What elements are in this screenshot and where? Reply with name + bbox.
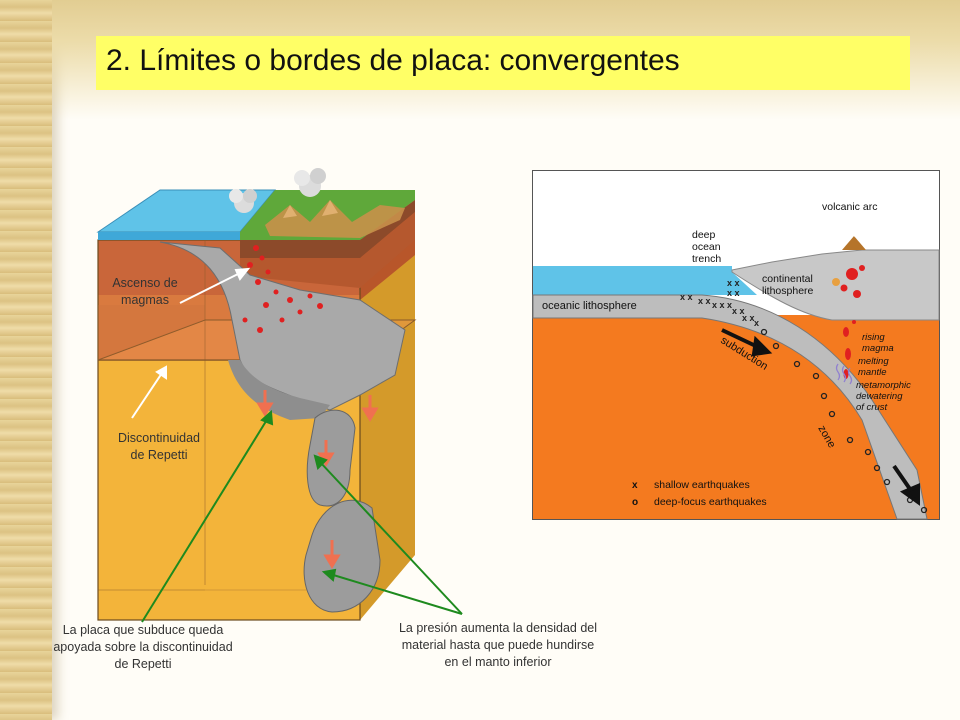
label-line: de Repetti	[130, 448, 188, 462]
deep-earthquake-marks	[760, 328, 928, 514]
label-rising-magma: rising magma	[862, 332, 894, 354]
svg-text:x x x: x x x	[712, 300, 732, 310]
caption-line: La presión aumenta la densidad del	[398, 621, 598, 635]
label-line: magma	[862, 343, 894, 354]
label-line: lithosphere	[762, 285, 814, 297]
caption-line: material hasta que puede hundirse	[401, 638, 595, 652]
caption-density-pressure: La presión aumenta la densidad del mater…	[378, 620, 618, 671]
legend-shallow-earthquakes: shallow earthquakes	[654, 479, 750, 491]
label-line: ocean	[692, 241, 721, 253]
label-line: continental	[762, 273, 813, 285]
caption-line: apoyada sobre la discontinuidad	[53, 640, 233, 654]
label-volcanic-arc: volcanic arc	[822, 201, 877, 213]
label-line: dewatering	[856, 391, 903, 402]
parchment-border	[0, 0, 52, 720]
caption-slab-repetti: La placa que subduce queda apoyada sobre…	[28, 622, 258, 673]
page-title: 2. Límites o bordes de placa: convergent…	[106, 44, 680, 77]
rising-magma-blobs	[840, 265, 865, 379]
label-melting-mantle: melting mantle	[858, 356, 891, 378]
label-line: of crust	[856, 402, 888, 413]
slab-green-arrow	[141, 417, 269, 623]
density-green-arrow-upper	[319, 461, 463, 615]
label-line: deep	[692, 229, 716, 241]
title-bar: 2. Límites o bordes de placa: convergent…	[96, 36, 910, 90]
volcano	[842, 236, 866, 250]
legend-x-symbol: x	[632, 480, 638, 491]
label-line: trench	[692, 253, 721, 265]
label-metamorphic-dewatering: metamorphic dewatering of crust	[856, 380, 914, 413]
label-continental-lithosphere: continental lithosphere	[762, 273, 816, 297]
oceanic-lithosphere	[532, 294, 928, 520]
svg-text:x x: x x	[742, 313, 755, 323]
label-line: magmas	[121, 293, 169, 307]
svg-text:x x: x x	[698, 296, 711, 306]
svg-text:x x: x x	[727, 278, 740, 288]
label-deep-ocean-trench: deep ocean trench	[692, 229, 724, 265]
label-line: melting	[858, 356, 889, 367]
label-oceanic-lithosphere: oceanic lithosphere	[542, 300, 637, 312]
label-line: Discontinuidad	[118, 431, 200, 445]
caption-line: en el manto inferior	[444, 655, 552, 669]
sinking-arrows	[256, 390, 379, 569]
label-ascenso-magmas: Ascenso de magmas	[100, 275, 190, 309]
rising-magma	[242, 245, 323, 333]
caption-line: de Repetti	[114, 657, 172, 671]
label-line: mantle	[858, 367, 887, 378]
svg-text:x x: x x	[727, 288, 740, 298]
svg-text:x x: x x	[732, 306, 745, 316]
repetti-pointer-arrow	[131, 372, 163, 419]
ocean	[533, 266, 757, 295]
svg-text:x: x	[754, 318, 759, 328]
svg-text:x x: x x	[680, 292, 693, 302]
label-line: Ascenso de	[112, 276, 178, 290]
block-right-face	[360, 200, 415, 620]
density-green-arrow-lower	[329, 573, 463, 615]
subduction-arrows	[721, 328, 920, 506]
legend-deep-earthquakes: deep-focus earthquakes	[654, 496, 767, 508]
caption-line: La placa que subduce queda	[62, 623, 224, 637]
label-line: metamorphic	[856, 380, 911, 391]
label-line: rising	[862, 332, 885, 343]
legend-o-symbol: o	[632, 497, 638, 508]
magma-pointer-arrow	[179, 271, 243, 304]
label-discontinuidad-repetti: Discontinuidad de Repetti	[100, 430, 218, 464]
